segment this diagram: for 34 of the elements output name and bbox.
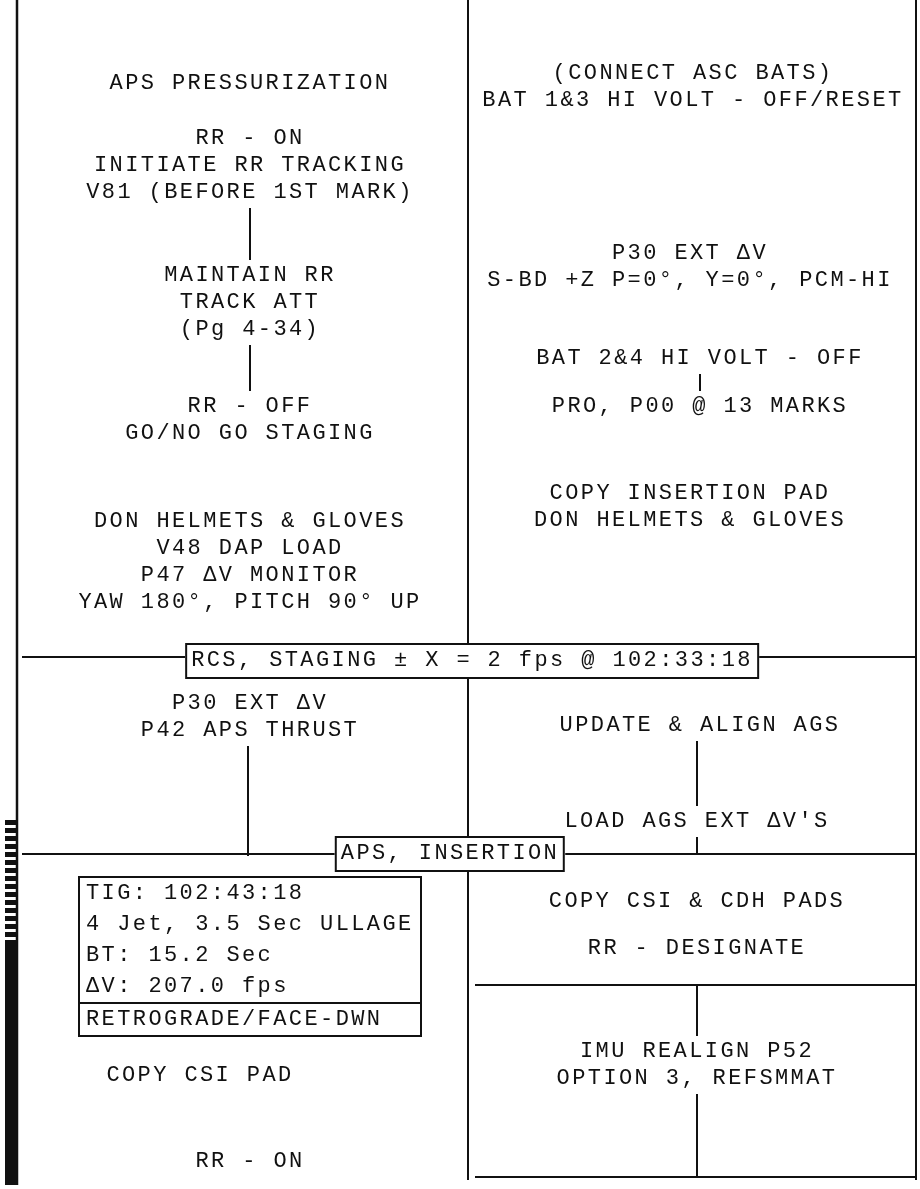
event-box: RCS, STAGING ± X = 2 fps @ 102:33:18	[185, 643, 759, 679]
checklist-step: PRO, P00 @ 13 MARKS	[551, 393, 849, 420]
checklist-step: RR - ON	[195, 1148, 305, 1175]
checklist-step: P30 EXT ΔV P42 APS THRUST	[140, 690, 360, 744]
pad-line: BT: 15.2 Sec	[85, 942, 275, 970]
connector-line	[696, 836, 698, 854]
checklist-step: BAT 2&4 HI VOLT - OFF	[536, 345, 864, 372]
checklist-step: COPY CSI PAD	[106, 1062, 294, 1089]
connector-line	[696, 740, 698, 807]
pad-line: RETROGRADE/FACE-DWN	[80, 1002, 420, 1035]
burn-pad-box	[78, 876, 422, 1037]
pad-line: ΔV: 207.0 fps	[85, 973, 290, 1001]
pad-line: TIG: 102:43:18	[85, 880, 306, 908]
checklist-step: COPY CSI & CDH PADS	[548, 888, 846, 915]
connector-line	[696, 985, 698, 1037]
connector-line	[249, 207, 251, 261]
connector-line	[696, 1093, 698, 1177]
connector-line	[249, 344, 251, 392]
connector-line	[247, 745, 249, 857]
checklist-step: RR - ON INITIATE RR TRACKING V81 (BEFORE 1ST MARK)	[86, 125, 414, 206]
checklist-step: DON HELMETS & GLOVES V48 DAP LOAD P47 ΔV MONITOR YAW 180°, PITCH 90° UP	[78, 508, 422, 616]
checklist-step: COPY INSERTION PAD DON HELMETS & GLOVES	[534, 480, 846, 534]
checklist-step: MAINTAIN RR TRACK ATT (Pg 4-34)	[164, 262, 336, 343]
checklist-step: UPDATE & ALIGN AGS	[559, 712, 841, 739]
checklist-step: RR - OFF GO/NO GO STAGING	[125, 393, 375, 447]
checklist-step: RR - DESIGNATE	[587, 935, 807, 962]
connector-line	[699, 373, 701, 392]
checklist-step: (CONNECT ASC BATS) BAT 1&3 HI VOLT - OFF/RESET	[482, 60, 904, 114]
checklist-step: LOAD AGS EXT ΔV'S	[564, 808, 830, 835]
event-box: APS, INSERTION	[334, 836, 566, 872]
checklist-step: P30 EXT ΔV S-BD +Z P=0°, Y=0°, PCM-HI	[487, 240, 893, 294]
pad-line: 4 Jet, 3.5 Sec ULLAGE	[85, 911, 415, 939]
checklist-step: IMU REALIGN P52 OPTION 3, REFSMMAT	[556, 1038, 838, 1092]
checklist-step: APS PRESSURIZATION	[109, 70, 391, 97]
